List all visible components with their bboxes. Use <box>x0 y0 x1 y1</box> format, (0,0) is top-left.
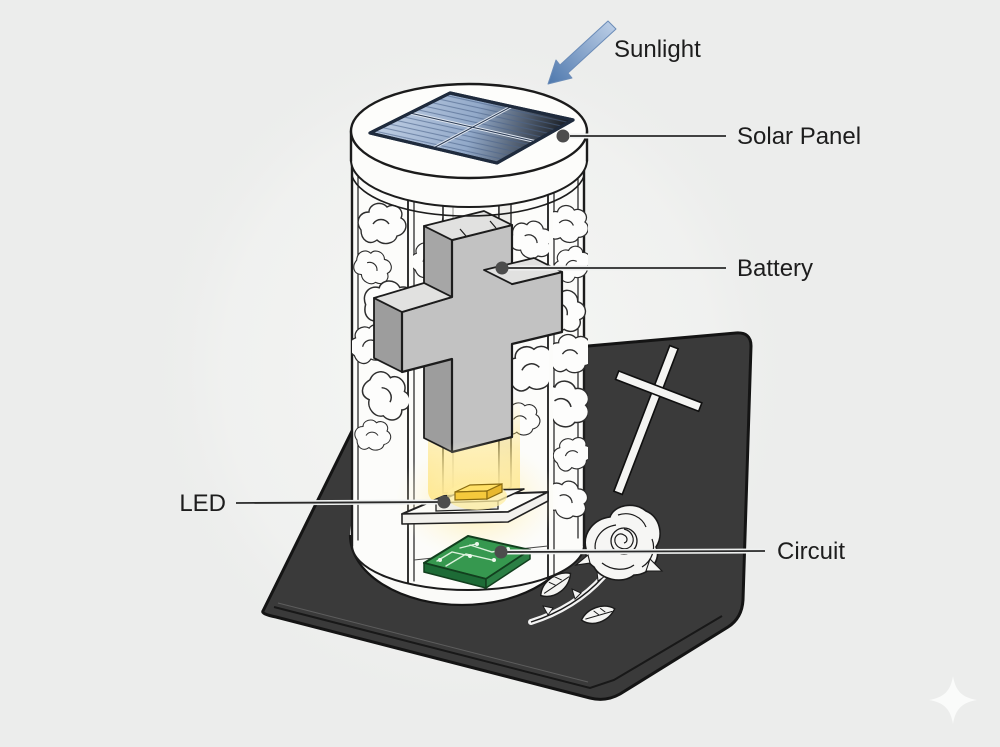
solar-panel <box>368 91 575 165</box>
leader-led <box>235 501 444 504</box>
leader-circuit <box>501 550 766 553</box>
labels: Sunlight Solar Panel Battery LED Circuit <box>179 36 861 565</box>
lamp-cap <box>349 82 589 217</box>
leader-dot-circuit <box>494 545 508 559</box>
cross-cutout <box>612 344 703 496</box>
leader-dot-battery <box>495 261 509 275</box>
label-sunlight: Sunlight <box>614 36 701 63</box>
sunlight-arrow-icon <box>547 20 617 85</box>
battery-cross-block <box>373 210 564 454</box>
label-solar-panel: Solar Panel <box>737 123 861 150</box>
interior-assembly <box>373 189 564 590</box>
label-battery: Battery <box>737 255 813 282</box>
led-assembly <box>401 482 549 525</box>
leader-dot-led <box>437 495 451 509</box>
label-circuit: Circuit <box>777 538 845 565</box>
rose-engraving <box>528 504 664 625</box>
leader-dot-solar-panel <box>556 129 570 143</box>
label-led: LED <box>179 490 226 517</box>
four-point-sparkle-icon <box>929 676 977 724</box>
led-chip <box>454 483 503 501</box>
leader-lines <box>235 129 766 559</box>
